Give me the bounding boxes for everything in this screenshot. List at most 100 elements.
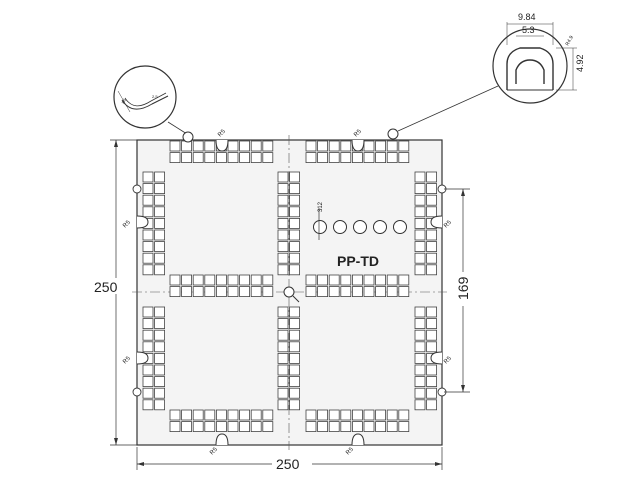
- square-hole: [142, 364, 154, 376]
- square-hole: [204, 140, 216, 152]
- square-hole: [262, 140, 274, 152]
- side-bump: [132, 387, 142, 397]
- square-hole: [142, 252, 154, 264]
- square-hole: [204, 152, 216, 164]
- square-hole: [142, 399, 154, 411]
- square-hole: [414, 194, 426, 206]
- svg-text:5.3: 5.3: [522, 25, 535, 35]
- square-hole: [414, 364, 426, 376]
- square-hole: [414, 171, 426, 183]
- square-hole: [227, 152, 239, 164]
- square-hole: [239, 286, 251, 298]
- square-hole: [386, 274, 398, 286]
- square-hole: [351, 152, 363, 164]
- square-hole: [375, 421, 387, 433]
- square-hole: [169, 140, 181, 152]
- square-hole: [154, 376, 166, 388]
- square-hole: [289, 241, 301, 253]
- square-hole: [351, 286, 363, 298]
- square-hole: [328, 140, 340, 152]
- square-hole: [289, 387, 301, 399]
- square-hole: [250, 286, 262, 298]
- square-hole: [181, 409, 193, 421]
- square-hole: [340, 421, 352, 433]
- square-hole: [351, 274, 363, 286]
- square-hole: [239, 409, 251, 421]
- square-hole: [215, 152, 227, 164]
- square-hole: [340, 140, 352, 152]
- square-hole: [351, 421, 363, 433]
- square-hole: [154, 329, 166, 341]
- square-hole: [386, 409, 398, 421]
- svg-text:R4.9: R4.9: [565, 35, 576, 47]
- round-hole: [373, 220, 387, 234]
- notch-label: R5: [345, 446, 355, 456]
- square-hole: [328, 421, 340, 433]
- square-hole: [305, 152, 317, 164]
- square-hole: [340, 286, 352, 298]
- square-hole: [215, 274, 227, 286]
- edge-notch: [215, 433, 229, 446]
- square-hole: [154, 229, 166, 241]
- square-hole: [426, 318, 438, 330]
- square-hole: [142, 206, 154, 218]
- square-hole: [328, 274, 340, 286]
- square-hole: [351, 409, 363, 421]
- square-hole: [426, 399, 438, 411]
- square-hole: [317, 409, 329, 421]
- square-hole: [289, 229, 301, 241]
- edge-notch: [430, 351, 443, 365]
- square-hole: [277, 329, 289, 341]
- square-hole: [277, 399, 289, 411]
- square-hole: [277, 252, 289, 264]
- square-hole: [426, 364, 438, 376]
- square-hole: [289, 206, 301, 218]
- square-hole: [277, 352, 289, 364]
- svg-text:250: 250: [276, 456, 300, 472]
- part-label: PP-TD: [337, 253, 379, 269]
- square-hole: [414, 376, 426, 388]
- square-hole: [363, 152, 375, 164]
- square-hole: [181, 421, 193, 433]
- square-hole: [305, 421, 317, 433]
- notch-label: R5: [443, 219, 453, 229]
- square-hole: [289, 306, 301, 318]
- square-hole-grid: [142, 140, 438, 433]
- square-hole: [289, 352, 301, 364]
- square-hole: [250, 152, 262, 164]
- square-hole: [154, 217, 166, 229]
- svg-text:169: 169: [455, 276, 471, 300]
- square-hole: [289, 329, 301, 341]
- svg-text:4.92: 4.92: [575, 54, 585, 72]
- square-hole: [169, 409, 181, 421]
- edge-notch: [215, 139, 229, 152]
- square-hole: [340, 409, 352, 421]
- square-hole: [169, 286, 181, 298]
- square-hole: [154, 306, 166, 318]
- square-hole: [414, 306, 426, 318]
- square-hole: [398, 152, 410, 164]
- square-hole: [289, 341, 301, 353]
- square-hole: [398, 286, 410, 298]
- square-hole: [154, 183, 166, 195]
- square-hole: [398, 421, 410, 433]
- square-hole: [277, 194, 289, 206]
- square-hole: [386, 421, 398, 433]
- leader-line-left: [167, 121, 188, 135]
- square-hole: [289, 217, 301, 229]
- square-hole: [181, 274, 193, 286]
- square-hole: [317, 274, 329, 286]
- square-hole: [426, 341, 438, 353]
- square-hole: [363, 286, 375, 298]
- square-hole: [142, 306, 154, 318]
- square-hole: [398, 274, 410, 286]
- square-hole: [142, 171, 154, 183]
- square-hole: [277, 206, 289, 218]
- square-hole: [289, 364, 301, 376]
- square-hole: [414, 341, 426, 353]
- square-hole: [317, 286, 329, 298]
- square-hole: [305, 286, 317, 298]
- square-hole: [239, 274, 251, 286]
- square-hole: [142, 183, 154, 195]
- square-hole: [398, 409, 410, 421]
